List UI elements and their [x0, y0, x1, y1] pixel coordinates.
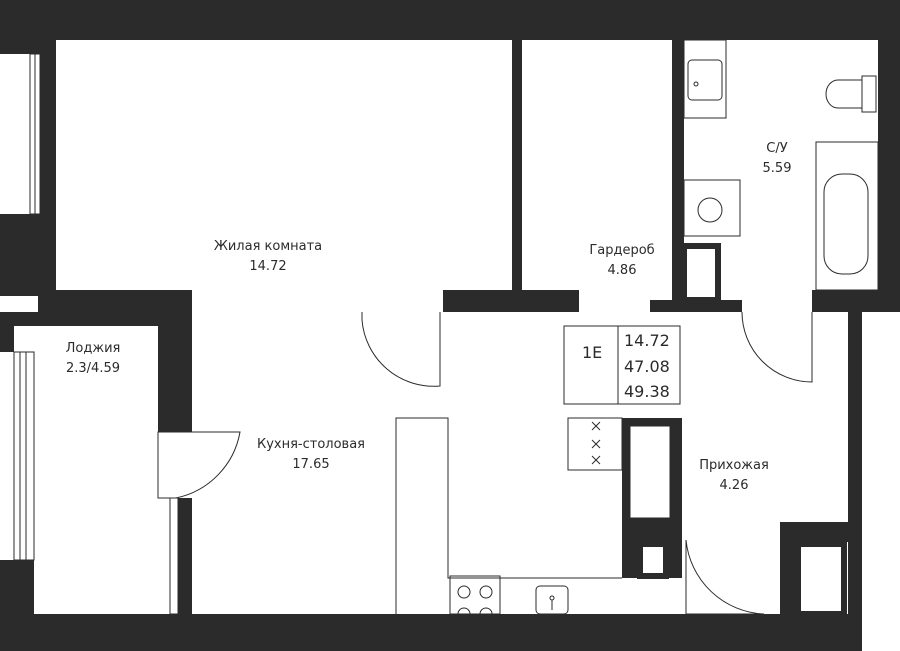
top-outer-wall — [0, 0, 900, 40]
wardrobe-bath-partition — [672, 40, 684, 302]
kitchen-counter — [395, 417, 622, 614]
shaft-right — [780, 522, 858, 542]
loggia-top-wall — [0, 312, 192, 326]
area-with-loggia: 49.38 — [624, 382, 670, 401]
living-kitchen-wall-right — [443, 290, 579, 312]
bathroom-name: С/У — [766, 141, 787, 156]
window-loggia-door — [169, 497, 179, 615]
wardrobe-name: Гардероб — [589, 243, 654, 258]
hallway-name: Прихожая — [699, 458, 769, 473]
kitchen-furniture — [395, 417, 623, 621]
hob — [449, 575, 501, 615]
vent-shaft-kitchen — [629, 425, 671, 519]
right-wall-lower — [848, 312, 862, 624]
windows — [13, 53, 179, 615]
right-outer-wall-upper — [878, 0, 900, 312]
bottom-outer-wall — [0, 614, 862, 651]
bath-bottom-wall — [812, 290, 878, 312]
window-loggia — [13, 351, 35, 561]
hallway-area: 4.26 — [720, 478, 749, 493]
loggia-right-wall-upper — [158, 312, 192, 432]
living-wardrobe-partition — [512, 40, 522, 298]
bathroom-fixtures — [683, 39, 879, 291]
stove-icon — [591, 421, 601, 465]
apartment-type: 1E — [582, 343, 602, 362]
bathtub — [815, 141, 879, 291]
kitchen-area: 17.65 — [292, 457, 329, 472]
room-labels: Жилая комната 14.72 Гардероб 4.86 С/У 5.… — [66, 141, 792, 493]
door-loggia — [157, 431, 241, 499]
doors — [157, 311, 813, 615]
loggia-bottom-left — [0, 560, 34, 620]
living-room-area: 14.72 — [249, 259, 286, 274]
total-area: 47.08 — [624, 357, 670, 376]
washing-machine — [683, 179, 741, 237]
living-room-name: Жилая комната — [214, 239, 322, 254]
shafts — [629, 243, 847, 617]
vent-shaft-hall — [795, 541, 847, 617]
vent-shaft-kitchen-low — [637, 541, 669, 579]
loggia-right-wall-lower — [176, 498, 192, 616]
door-bathroom — [741, 311, 813, 383]
loggia-area: 2.3/4.59 — [66, 361, 120, 376]
loggia-left-pier — [0, 312, 14, 352]
area-summary: 1E 14.72 47.08 49.38 — [563, 325, 681, 405]
door-living — [361, 312, 441, 387]
bathroom-area: 5.59 — [763, 161, 792, 176]
living-bottom-wall — [38, 290, 192, 312]
left-wall-living — [38, 40, 56, 296]
kitchen-sink — [535, 585, 569, 615]
kitchen-name: Кухня-столовая — [257, 437, 365, 452]
shaft-right-body — [780, 522, 796, 622]
living-area-total: 14.72 — [624, 331, 670, 350]
fridge-cabinet — [567, 417, 623, 471]
toilet — [825, 75, 877, 113]
wardrobe-area: 4.86 — [608, 263, 637, 278]
door-entrance — [685, 539, 765, 615]
vent-shaft-upper — [681, 243, 721, 303]
loggia-name: Лоджия — [66, 341, 121, 356]
left-pier — [0, 214, 38, 296]
washbasin — [683, 39, 727, 119]
